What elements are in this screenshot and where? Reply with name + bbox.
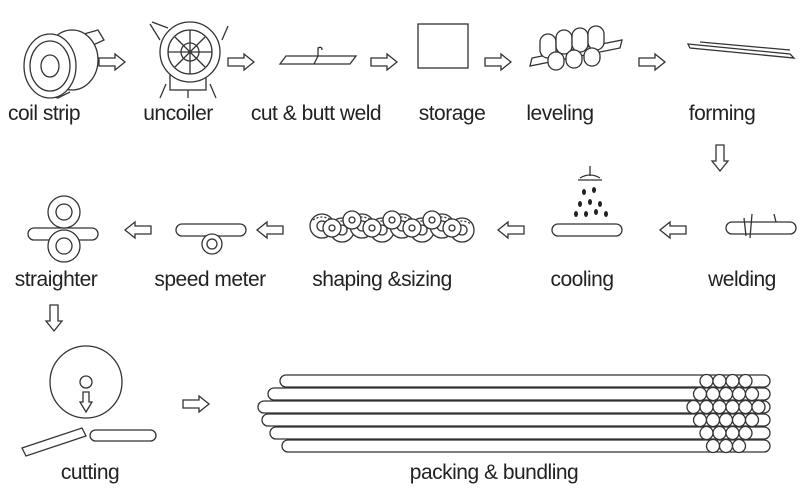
pipe-end xyxy=(686,399,701,415)
pipe-end xyxy=(712,425,727,441)
pipe-end xyxy=(692,412,708,428)
pipe-end xyxy=(731,438,747,454)
pipe-end xyxy=(718,412,734,428)
sizing-roll xyxy=(322,218,342,238)
label-cooling: cooling xyxy=(550,268,614,291)
flow-arrow xyxy=(123,220,152,240)
pipe xyxy=(281,439,771,453)
pipe-end xyxy=(731,412,747,428)
pipe-end xyxy=(738,373,753,389)
flow-arrow xyxy=(496,220,525,240)
pipe-end xyxy=(744,386,760,402)
speed-meter-icon xyxy=(175,223,247,255)
pipe xyxy=(269,426,771,440)
straighter-icon xyxy=(27,195,99,263)
label-straighter: straighter xyxy=(14,268,98,291)
pipe-end xyxy=(725,373,740,389)
pipe-end xyxy=(692,386,708,402)
label-leveling: leveling xyxy=(526,102,594,125)
pipe-end xyxy=(705,412,721,428)
label-shaping-sizing: shaping &sizing xyxy=(312,268,452,291)
forming-icon xyxy=(686,41,796,59)
storage-box xyxy=(417,23,469,69)
pipe-end xyxy=(725,399,740,415)
pipe xyxy=(261,413,771,427)
flow-arrow xyxy=(710,144,730,173)
pipe-end xyxy=(712,399,727,415)
pipe-end xyxy=(725,425,740,441)
label-storage: storage xyxy=(418,102,486,125)
coil-strip-icon xyxy=(23,29,105,99)
label-uncoiler: uncoiler xyxy=(143,102,213,125)
packing-bundling-icon xyxy=(257,373,771,454)
sizing-roll xyxy=(442,218,462,238)
pipe-end xyxy=(718,438,734,454)
pipe-end xyxy=(751,399,766,415)
pipe-end xyxy=(699,399,714,415)
flow-arrow xyxy=(638,52,667,72)
pipe-end xyxy=(731,386,747,402)
cut-butt-weld-icon xyxy=(278,46,358,65)
uncoiler-icon xyxy=(149,21,229,99)
label-speed-meter: speed meter xyxy=(154,268,266,291)
pipe-end xyxy=(705,386,721,402)
sizing-roll xyxy=(422,210,442,230)
flow-arrows xyxy=(44,52,730,414)
pipe xyxy=(279,374,771,388)
flow-arrow xyxy=(370,52,399,72)
label-forming: forming xyxy=(688,102,756,125)
pipe-end xyxy=(718,386,734,402)
pipe-end xyxy=(705,438,721,454)
pipe-end xyxy=(699,373,714,389)
welding-icon xyxy=(725,213,797,239)
flow-arrow xyxy=(658,220,687,240)
sizing-roll xyxy=(362,218,382,238)
sizing-roll xyxy=(402,218,422,238)
flow-arrow xyxy=(182,394,211,414)
flow-arrow xyxy=(484,52,513,72)
cooling-icon xyxy=(551,166,623,237)
pipe-end xyxy=(738,425,753,441)
flow-arrow xyxy=(255,220,284,240)
pipe xyxy=(257,400,771,414)
pipe xyxy=(267,387,771,401)
label-coil-strip: coil strip xyxy=(7,102,81,125)
sizing-roll xyxy=(382,210,402,230)
sizing-roll xyxy=(342,210,362,230)
pipe-end xyxy=(712,373,727,389)
flow-arrow xyxy=(44,304,64,333)
flow-arrow xyxy=(98,52,127,72)
flow-arrow xyxy=(227,52,256,72)
cutting-icon xyxy=(21,345,157,457)
label-welding: welding xyxy=(708,268,776,291)
pipe-end xyxy=(744,412,760,428)
label-cutting: cutting xyxy=(60,461,120,484)
label-packing-bundling: packing & bundling xyxy=(409,461,579,484)
pipe-end xyxy=(738,399,753,415)
shaping-sizing-icon xyxy=(309,210,475,243)
label-cut-butt-weld: cut & butt weld xyxy=(250,102,382,125)
leveling-icon xyxy=(529,25,623,71)
pipe-end xyxy=(699,425,714,441)
